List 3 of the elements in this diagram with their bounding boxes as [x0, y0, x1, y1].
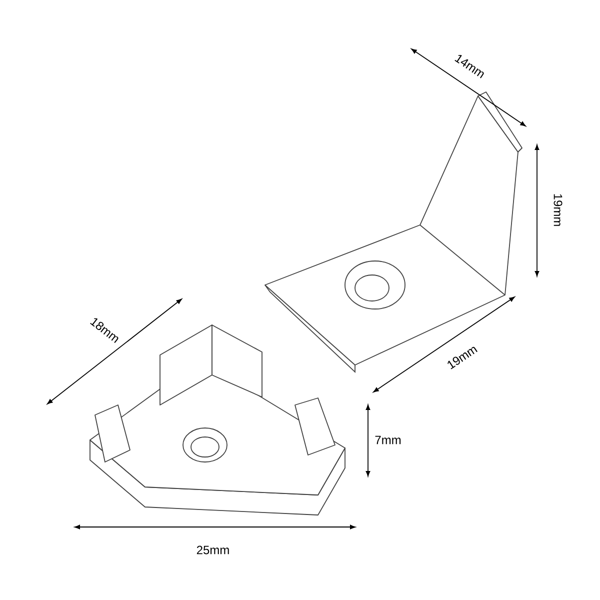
dimension-label: 25mm [196, 546, 229, 554]
dimension-label: 19mm [554, 194, 562, 226]
dimension-label: 7mm [375, 436, 401, 444]
